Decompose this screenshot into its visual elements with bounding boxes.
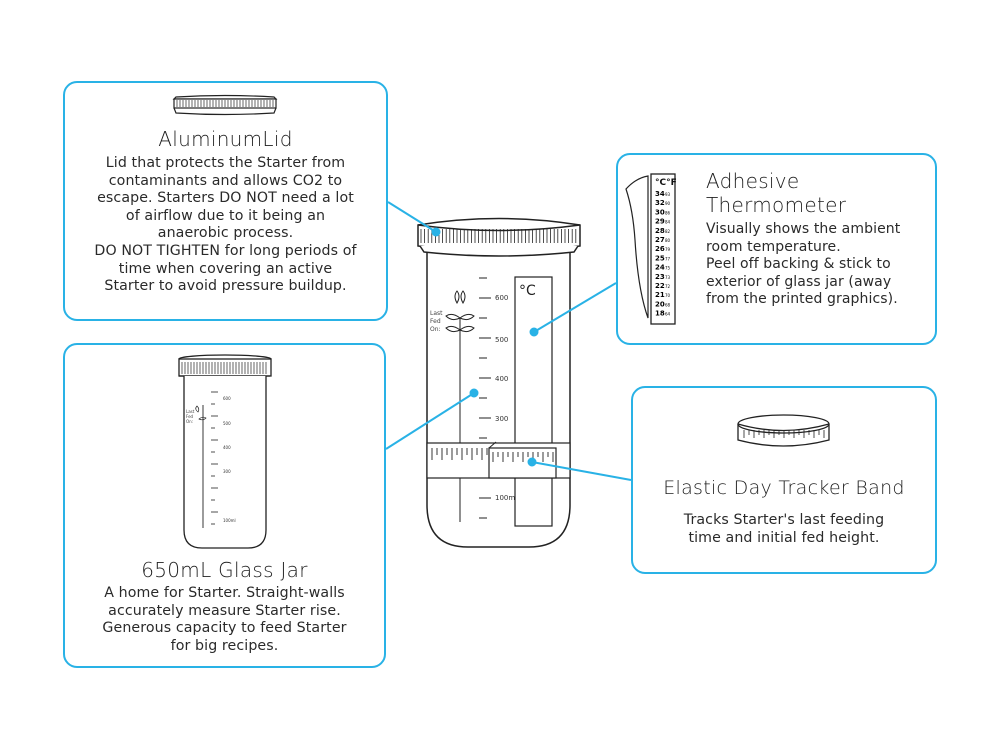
- lid-line: of airflow due to it being an: [125, 207, 326, 224]
- thermometer-line: room temperature.: [706, 238, 841, 255]
- connectors: [385, 201, 632, 481]
- jar-band: [426, 441, 571, 479]
- lid-card: AluminumLid Lid that protects the Starte…: [63, 81, 388, 321]
- jar-volume-600: 600: [495, 294, 508, 302]
- jar-connector-dot: [469, 388, 479, 398]
- thermometer-line: Visually shows the ambient: [706, 221, 901, 237]
- thermometer-line: Peel off backing & stick to: [706, 256, 891, 272]
- jar-feed-label: Last: [430, 310, 443, 317]
- jar-card: 650mL Glass Jar A home for Starter. Stra…: [63, 343, 386, 668]
- lid-connector-dot: [431, 227, 441, 237]
- band-description: Tracks Starter's last feeding time and i…: [633, 512, 935, 547]
- jar-volume-300: 300: [495, 415, 508, 423]
- band-line: time and initial fed height.: [688, 529, 880, 546]
- thermometer-line: exterior of glass jar (away: [706, 273, 892, 290]
- lid-line: time when covering an active: [118, 260, 333, 277]
- jar-feed-label: Fed: [430, 318, 441, 325]
- jar-line: for big recipes.: [170, 637, 279, 654]
- main-jar: Last Fed On: 600 500 400 300 100ml °C: [417, 217, 581, 548]
- lid-connector: [387, 201, 437, 233]
- jar-connector: [385, 392, 475, 450]
- thermometer-title-line: Adhesive: [706, 169, 800, 193]
- thermometer-title-line: Thermometer: [706, 193, 847, 217]
- band-line: Tracks Starter's last feeding: [683, 512, 885, 528]
- thermometer-description: Visually shows the ambient room temperat…: [706, 221, 900, 309]
- band-connector-dot: [527, 457, 537, 467]
- jar-feed-label: On:: [430, 326, 441, 333]
- thermometer-line: from the printed graphics).: [706, 291, 898, 307]
- jar-body: [426, 252, 571, 548]
- thermometer-title: Adhesive Thermometer: [706, 169, 846, 217]
- thermometer-connector-dot: [529, 327, 539, 337]
- lid-description: Lid that protects the Starter from conta…: [65, 155, 386, 296]
- lid-title: AluminumLid: [158, 127, 293, 151]
- jar-description: A home for Starter. Straight-walls accur…: [65, 585, 384, 655]
- lid-line: Starter to avoid pressure buildup.: [104, 278, 347, 295]
- lid-line: Lid that protects the Starter from: [105, 155, 346, 171]
- main-jar-lid: [417, 217, 581, 257]
- jar-volume-100ml: 100ml: [495, 494, 517, 502]
- jar-volume-500: 500: [495, 336, 508, 344]
- band-card: Elastic Day Tracker Band Tracks Starter'…: [631, 386, 937, 574]
- jar-line: A home for Starter. Straight-walls: [104, 585, 345, 601]
- thermometer-connector: [533, 282, 617, 333]
- lid-line: DO NOT TIGHTEN for long periods of: [94, 242, 357, 259]
- lid-line: escape. Starters DO NOT need a lot: [97, 190, 354, 207]
- band-title: Elastic Day Tracker Band: [663, 477, 905, 499]
- jar-volume-400: 400: [495, 375, 508, 383]
- lid-line: contaminants and allows CO2 to: [108, 172, 343, 189]
- jar-title: 650mL Glass Jar: [141, 558, 308, 582]
- jar-thermometer-unit: °C: [519, 283, 536, 299]
- thermometer-card: Adhesive Thermometer Visually shows the …: [616, 153, 937, 345]
- leaf-icon: [445, 290, 475, 333]
- jar-line: accurately measure Starter rise.: [108, 602, 341, 619]
- band-connector: [531, 461, 632, 481]
- lid-line: anaerobic process.: [157, 225, 294, 242]
- jar-line: Generous capacity to feed Starter: [102, 620, 347, 637]
- jar-thermometer: [514, 276, 553, 527]
